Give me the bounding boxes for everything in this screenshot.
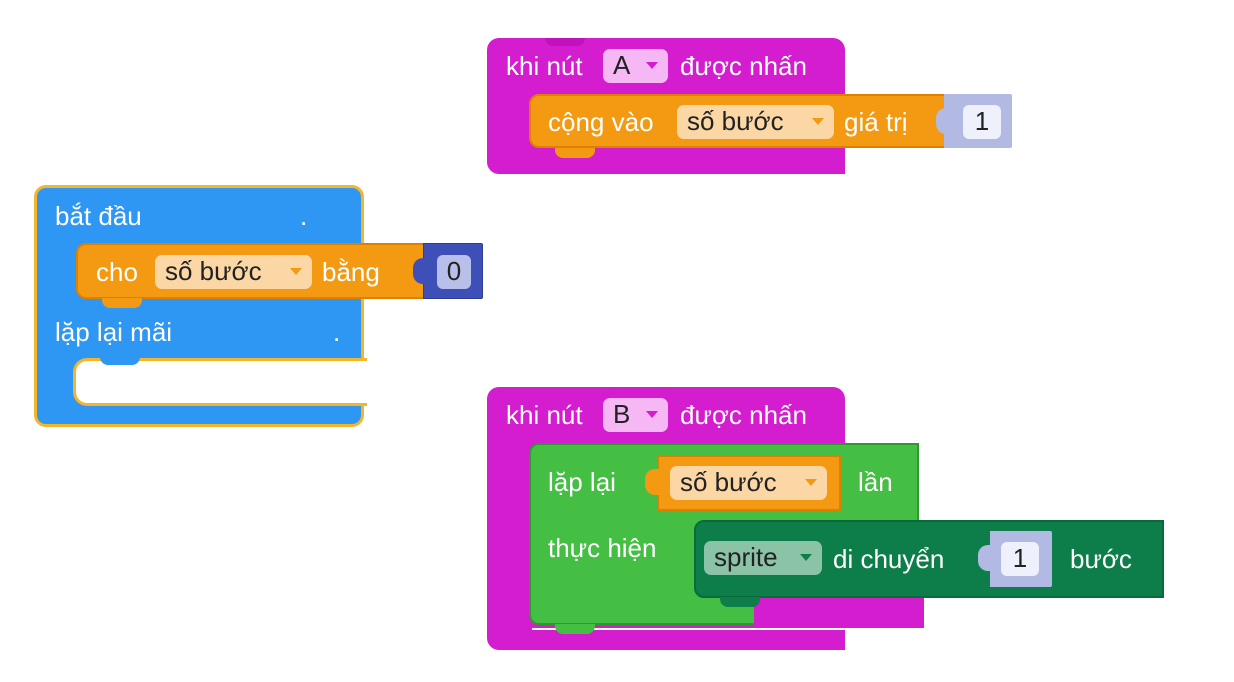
event-b-button-dropdown[interactable]: B bbox=[603, 398, 668, 432]
move-block-label-suffix: bước bbox=[1070, 544, 1132, 574]
move-block-label-prefix: di chuyển bbox=[833, 544, 945, 574]
puzzle-connector-icon bbox=[413, 258, 431, 284]
event-a-top-notch bbox=[545, 38, 585, 46]
chevron-down-icon bbox=[290, 268, 302, 275]
puzzle-connector-icon bbox=[936, 108, 954, 134]
change-block-variable-dropdown[interactable]: số bước bbox=[677, 105, 834, 139]
event-b-inner-slot bbox=[532, 628, 845, 630]
chevron-down-icon bbox=[646, 62, 658, 69]
repeat-variable-value: số bước bbox=[680, 467, 777, 497]
move-block-bottom-tab bbox=[720, 597, 760, 607]
chevron-down-icon bbox=[812, 118, 824, 125]
forever-label: lặp lại mãi bbox=[55, 317, 173, 347]
event-a-label-suffix: được nhấn bbox=[680, 51, 807, 81]
change-block-value-field[interactable]: 1 bbox=[963, 105, 1001, 139]
event-a-button-dropdown[interactable]: A bbox=[603, 49, 668, 83]
set-block-label-prefix: cho bbox=[96, 257, 138, 287]
start-block-label: bắt đầu bbox=[55, 201, 142, 231]
chevron-down-icon bbox=[800, 554, 812, 561]
repeat-block-bottom-tab bbox=[555, 624, 595, 634]
change-block-variable-value: số bước bbox=[687, 106, 784, 136]
sprite-dropdown[interactable]: sprite bbox=[704, 541, 822, 575]
repeat-block-label-prefix: lặp lại bbox=[548, 467, 616, 497]
set-block-variable-dropdown[interactable]: số bước bbox=[155, 255, 312, 289]
change-block-label-suffix: giá trị bbox=[844, 107, 908, 137]
puzzle-connector-icon bbox=[978, 545, 996, 571]
change-block-label-prefix: cộng vào bbox=[548, 107, 654, 137]
move-block-value-field[interactable]: 1 bbox=[1001, 542, 1039, 576]
repeat-right-clear bbox=[754, 598, 924, 628]
sprite-dropdown-value: sprite bbox=[714, 542, 778, 572]
set-block-variable-value: số bước bbox=[165, 256, 262, 286]
forever-loop-slot[interactable] bbox=[73, 358, 367, 406]
chevron-down-icon bbox=[805, 479, 817, 486]
event-a-label-prefix: khi nút bbox=[506, 51, 583, 81]
set-block-label-suffix: bằng bbox=[322, 257, 380, 287]
repeat-variable-dropdown[interactable]: số bước bbox=[670, 466, 827, 500]
change-block-bottom-tab bbox=[555, 148, 595, 158]
puzzle-connector-icon bbox=[645, 469, 663, 495]
repeat-block-label-suffix: lần bbox=[858, 467, 893, 497]
event-b-label-suffix: được nhấn bbox=[680, 400, 807, 430]
event-a-button-value: A bbox=[613, 50, 631, 80]
chevron-down-icon bbox=[646, 411, 658, 418]
forever-slot-notch bbox=[100, 355, 140, 365]
forever-dot: . bbox=[333, 317, 341, 347]
set-block-value-field[interactable]: 0 bbox=[437, 255, 471, 289]
set-block-bottom-tab bbox=[102, 298, 142, 308]
repeat-do-label: thực hiện bbox=[548, 533, 657, 563]
event-b-button-value: B bbox=[613, 399, 631, 429]
sprite-move-block[interactable] bbox=[694, 520, 1164, 598]
start-block-dot: . bbox=[300, 201, 308, 231]
event-b-label-prefix: khi nút bbox=[506, 400, 583, 430]
